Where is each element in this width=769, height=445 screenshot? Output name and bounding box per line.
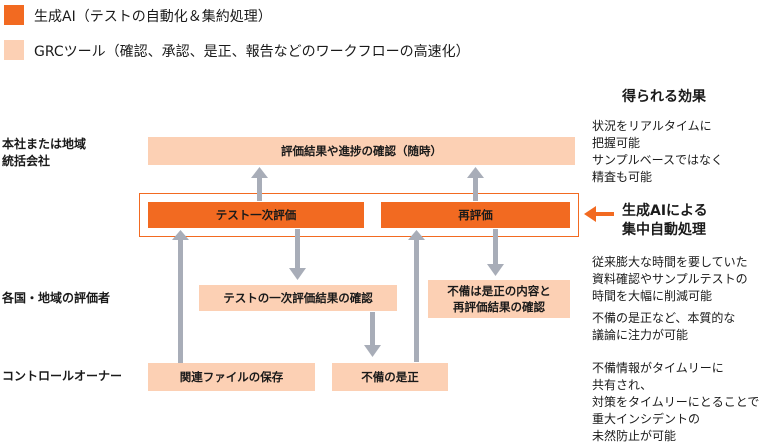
box-deficiency-confirm-line2: 再評価結果の確認 xyxy=(453,300,545,314)
box-file-save: 関連ファイルの保存 xyxy=(148,363,315,391)
arrow-shaft-reeval-to-hq xyxy=(473,176,478,201)
effect-hq: 状況をリアルタイムに 把握可能 サンプルベースではなく 精査も可能 xyxy=(592,118,723,186)
effect-owners-line1: 不備情報がタイムリーに xyxy=(592,361,724,375)
ai-label-line1: 生成AIによる xyxy=(622,203,708,219)
effects-heading: 得られる効果 xyxy=(622,89,706,105)
box-deficiency-confirm-line1: 不備は是正の内容と xyxy=(447,284,551,298)
arrow-head-filesave-to-test xyxy=(172,230,189,240)
effect-evaluators-1-line2: 資料確認やサンプルテストの xyxy=(592,272,748,286)
row-label-hq-line2: 統括会社 xyxy=(2,154,51,168)
arrow-shaft-filesave-to-test xyxy=(178,238,183,363)
arrow-shaft-reeval-to-defconfirm xyxy=(493,229,498,267)
row-label-hq-line1: 本社または地域 xyxy=(2,137,87,151)
row-label-evaluators: 各国・地域の評価者 xyxy=(2,291,111,305)
arrow-shaft-test-to-confirm xyxy=(295,229,300,271)
arrow-head-reeval-to-hq xyxy=(467,167,484,178)
legend-label-grc: GRCツール（確認、承認、是正、報告などのワークフローの高速化） xyxy=(34,44,470,60)
box-first-test: テスト一次評価 xyxy=(148,202,364,228)
legend-swatch-grc xyxy=(4,40,24,60)
effect-owners-line5: 未然防止が可能 xyxy=(592,429,677,443)
effect-hq-line1: 状況をリアルタイムに xyxy=(592,119,712,133)
box-reevaluation: 再評価 xyxy=(381,202,570,228)
effect-owners-line4: 重大インシデントの xyxy=(592,412,701,426)
arrow-shaft-fix-to-reeval xyxy=(414,238,419,362)
effect-evaluators-2-line1: 不備の是正など、本質的な xyxy=(592,311,736,325)
box-confirm-first: テストの一次評価結果の確認 xyxy=(199,285,397,311)
arrow-head-confirm-to-fix xyxy=(364,345,381,357)
ai-processing-frame xyxy=(139,193,579,237)
legend-label-ai: 生成AI（テストの自動化＆集約処理） xyxy=(34,9,272,25)
effect-evaluators-2: 不備の是正など、本質的な 議論に注力が可能 xyxy=(592,310,735,344)
ai-label-line2: 集中自動処理 xyxy=(622,222,706,238)
effect-evaluators-1-line3: 時間を大幅に削減可能 xyxy=(592,289,713,303)
effect-hq-line2: 把握可能 xyxy=(592,136,641,150)
arrow-head-fix-to-reeval xyxy=(408,230,425,240)
arrow-head-test-to-confirm xyxy=(289,268,306,280)
effect-owners-line2: 共有され、 xyxy=(592,378,653,392)
effect-evaluators-1-line1: 従来膨大な時間を要していた xyxy=(592,255,748,269)
ai-pointer-head xyxy=(584,206,596,222)
effect-hq-line3: サンプルベースではなく xyxy=(592,153,724,167)
effect-hq-line4: 精査も可能 xyxy=(592,170,653,184)
legend-swatch-ai xyxy=(4,5,24,25)
effect-owners-line3: 対策をタイムリーにとることで xyxy=(592,395,760,409)
box-deficiency-confirm: 不備は是正の内容と 再評価結果の確認 xyxy=(428,280,570,318)
effect-evaluators-2-line2: 議論に注力が可能 xyxy=(592,328,689,342)
ai-pointer-shaft xyxy=(594,212,614,216)
row-label-owners: コントロールオーナー xyxy=(2,369,123,383)
arrow-head-reeval-to-defconfirm xyxy=(487,264,504,276)
box-confirm-progress: 評価結果や進捗の確認（随時） xyxy=(148,137,575,165)
ai-label: 生成AIによる 集中自動処理 xyxy=(622,202,708,240)
effect-owners: 不備情報がタイムリーに 共有され、 対策をタイムリーにとることで 重大インシデン… xyxy=(592,360,759,445)
arrow-shaft-confirm-to-fix xyxy=(370,312,375,348)
row-label-hq: 本社または地域 統括会社 xyxy=(2,136,86,170)
arrow-shaft-test-to-hq xyxy=(257,176,262,201)
effect-evaluators-1: 従来膨大な時間を要していた 資料確認やサンプルテストの 時間を大幅に削減可能 xyxy=(592,254,748,305)
box-deficiency-fix: 不備の是正 xyxy=(332,363,448,391)
arrow-head-test-to-hq xyxy=(251,167,268,178)
